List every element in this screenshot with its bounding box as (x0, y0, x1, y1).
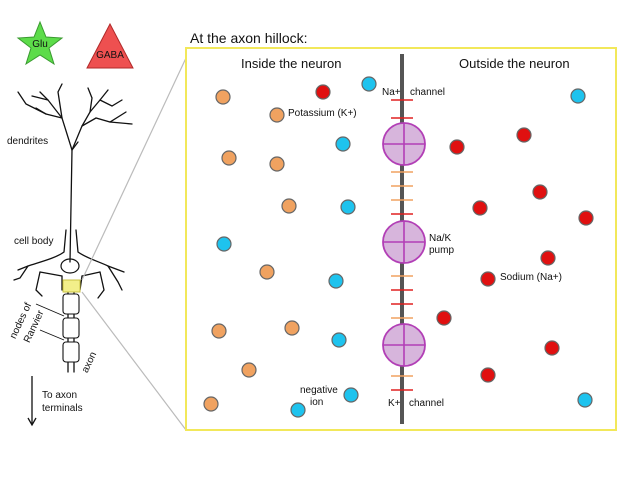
sodium-ion (578, 210, 594, 226)
glu-star-icon (16, 20, 64, 66)
negative-ion (290, 402, 306, 418)
potassium-ion (241, 362, 257, 378)
sodium-label: Sodium (Na+) (500, 272, 562, 283)
pumps (382, 122, 426, 367)
sodium-ion (315, 84, 331, 100)
sodium-ion (544, 340, 560, 356)
na-channel-label-1: Na+ (382, 87, 401, 98)
potassium-ion (281, 198, 297, 214)
glu-label: Glu (32, 39, 48, 50)
na-k-pump (382, 220, 426, 264)
negative-ion-label-2: ion (310, 397, 324, 408)
k-channel-label-1: K+ (388, 398, 401, 409)
potassium-ion (221, 150, 237, 166)
na-k-pump (382, 122, 426, 166)
ions (203, 76, 594, 418)
potassium-ion (203, 396, 219, 412)
outside-label: Outside the neuron (459, 56, 570, 71)
terminals-label-line1: To axon (42, 390, 78, 401)
negative-ion (216, 236, 232, 252)
k-channel-label-2: channel (409, 398, 445, 409)
panel-title: At the axon hillock: (190, 30, 308, 46)
negative-ion-label-1: negative (300, 385, 338, 396)
potassium-label: Potassium (K+) (288, 108, 357, 119)
na-channel-label-2: channel (410, 87, 446, 98)
sodium-ion (540, 250, 556, 266)
channels (391, 99, 413, 391)
negative-ion (361, 76, 377, 92)
sodium-ion (480, 367, 496, 383)
myelin-sheaths (62, 293, 80, 363)
potassium-ion (269, 107, 285, 123)
inside-label: Inside the neuron (241, 56, 342, 71)
negative-ion (340, 199, 356, 215)
potassium-ion (215, 89, 231, 105)
negative-ion (577, 392, 593, 408)
sodium-ion (516, 127, 532, 143)
terminals-label-line2: terminals (42, 403, 83, 414)
negative-ion (343, 387, 359, 403)
potassium-ion (259, 264, 275, 280)
sodium-ion (449, 139, 465, 155)
potassium-ion (269, 156, 285, 172)
cell-body-label: cell body (14, 236, 54, 247)
dendrites-label: dendrites (7, 136, 49, 147)
gaba-triangle-icon (86, 22, 134, 69)
negative-ion (328, 273, 344, 289)
axon-hillock-highlight (62, 279, 81, 293)
pump-label-1: Na/K (429, 233, 452, 244)
negative-ion (335, 136, 351, 152)
zoom-line-top (81, 57, 187, 281)
sodium-ion (532, 184, 548, 200)
negative-ion (331, 332, 347, 348)
negative-ion (570, 88, 586, 104)
nucleus (60, 258, 80, 274)
gaba-label: GABA (96, 50, 124, 61)
potassium-ion (211, 323, 227, 339)
sodium-ion (436, 310, 452, 326)
pump-label-2: pump (429, 245, 455, 256)
na-k-pump (382, 323, 426, 367)
zoom-line-bottom (81, 291, 187, 431)
sodium-ion (472, 200, 488, 216)
potassium-ion (284, 320, 300, 336)
sodium-ion (480, 271, 496, 287)
